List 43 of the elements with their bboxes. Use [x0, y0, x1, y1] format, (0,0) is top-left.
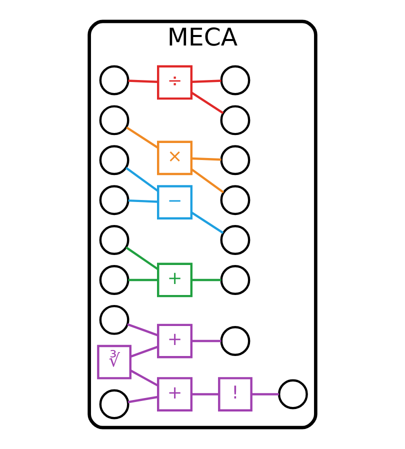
node-circle — [220, 105, 250, 136]
connector — [190, 211, 224, 234]
connector — [190, 168, 224, 194]
node-circle — [220, 145, 250, 176]
node-circle — [99, 389, 130, 420]
connector — [130, 369, 159, 387]
connector — [191, 278, 222, 282]
connector — [125, 246, 159, 270]
node-circle — [99, 65, 130, 96]
connector — [128, 396, 158, 404]
node-circle — [220, 225, 250, 256]
node-box: + — [157, 377, 193, 412]
connector — [126, 126, 158, 149]
connector — [191, 80, 222, 83]
connector — [128, 199, 158, 203]
connector — [252, 393, 279, 396]
node-box: ∛ — [97, 344, 132, 380]
node-circle — [220, 185, 250, 216]
node-circle — [99, 105, 130, 136]
node-box: + — [157, 324, 193, 358]
node-circle — [99, 185, 130, 216]
connector — [190, 92, 224, 114]
node-circle — [220, 326, 250, 356]
node-box: ÷ — [157, 65, 193, 100]
node-circle — [220, 65, 250, 96]
node-box: ! — [218, 377, 252, 412]
connector — [130, 346, 158, 358]
node-box: + — [157, 262, 193, 298]
connector — [191, 157, 222, 161]
connector — [128, 80, 158, 83]
connector — [127, 323, 158, 336]
node-circle — [99, 265, 130, 295]
connector — [191, 340, 222, 342]
node-box: − — [157, 185, 193, 220]
node-circle — [99, 225, 130, 256]
node-circle — [99, 304, 130, 335]
node-box: × — [157, 140, 193, 176]
connector — [191, 393, 219, 396]
connector — [128, 278, 158, 282]
node-circle — [99, 145, 130, 176]
connector — [125, 166, 159, 192]
node-circle — [220, 265, 250, 295]
node-circle — [278, 379, 308, 410]
